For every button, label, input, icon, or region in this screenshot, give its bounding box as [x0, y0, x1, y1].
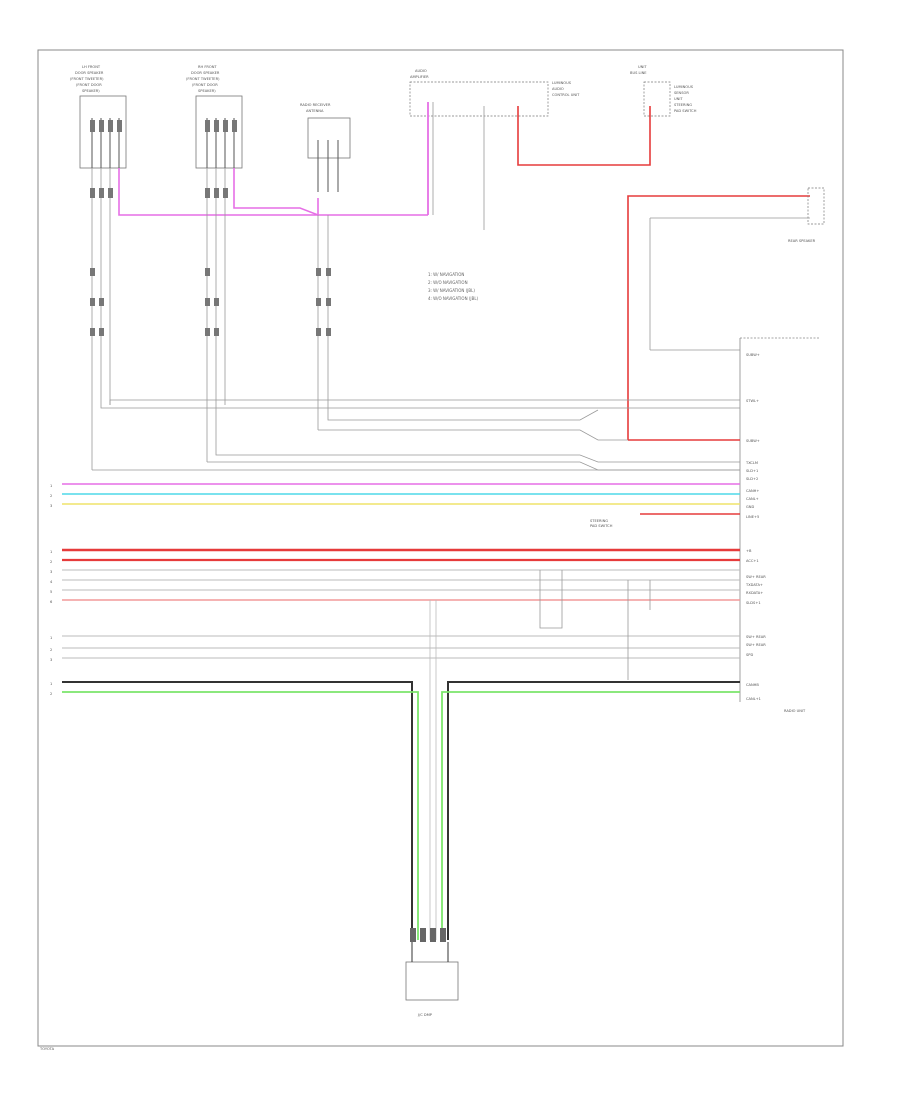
- svg-text:PAD SWITCH: PAD SWITCH: [674, 109, 697, 113]
- connector-marks: [90, 120, 331, 336]
- svg-text:TXDATA+: TXDATA+: [745, 583, 763, 587]
- note-3: 3: W/ NAVIGATION (JBL): [428, 288, 475, 293]
- svg-text:SLD+2: SLD+2: [746, 477, 758, 481]
- svg-text:UNIT: UNIT: [674, 97, 683, 101]
- svg-text:SPEAKER): SPEAKER): [82, 89, 100, 93]
- svg-text:RADIO RECEIVER: RADIO RECEIVER: [300, 103, 331, 107]
- svg-text:DOOR SPEAKER: DOOR SPEAKER: [191, 71, 220, 75]
- signal-lines-power: [62, 548, 740, 680]
- svg-text:STWL+: STWL+: [746, 399, 759, 403]
- svg-text:1: 1: [50, 550, 52, 554]
- svg-text:GND: GND: [746, 505, 754, 509]
- svg-text:1: 1: [50, 682, 52, 686]
- svg-text:CANL+1: CANL+1: [746, 697, 761, 701]
- svg-text:5: 5: [50, 590, 52, 594]
- note-4: 4: W/O NAVIGATION (JBL): [428, 296, 479, 301]
- svg-text:3: 3: [50, 658, 52, 662]
- upper-gray-wires: [92, 349, 740, 471]
- svg-text:AUDIO: AUDIO: [552, 87, 564, 91]
- radio-unit-label: RADIO UNIT: [784, 709, 806, 713]
- svg-text:AMPLIFIER: AMPLIFIER: [410, 75, 429, 79]
- svg-text:3: 3: [50, 504, 52, 508]
- svg-text:UNIT: UNIT: [638, 65, 647, 69]
- antenna-vertical-wires: [317, 215, 329, 430]
- svg-text:LH FRONT: LH FRONT: [82, 65, 101, 69]
- svg-text:6: 6: [50, 600, 53, 604]
- svg-text:CANHB: CANHB: [746, 683, 759, 687]
- svg-text:STEERING: STEERING: [590, 519, 608, 523]
- lh-vertical-wires: [91, 168, 111, 470]
- jct-label: J/C DMP: [417, 1013, 433, 1017]
- svg-text:(FRONT DOOR: (FRONT DOOR: [76, 83, 102, 87]
- svg-text:SENSOR: SENSOR: [674, 91, 689, 95]
- signal-lines-upper: [62, 439, 740, 515]
- svg-text:ACC+1: ACC+1: [746, 559, 759, 563]
- svg-text:AUDIO: AUDIO: [415, 69, 427, 73]
- svg-text:SLDS+1: SLDS+1: [746, 601, 761, 605]
- svg-text:(FRONT TWEETER): (FRONT TWEETER): [186, 77, 220, 81]
- svg-text:SW+ REAR: SW+ REAR: [746, 643, 766, 647]
- svg-text:(FRONT TWEETER): (FRONT TWEETER): [70, 77, 104, 81]
- can-lines: [62, 600, 740, 940]
- svg-text:4: 4: [50, 580, 53, 584]
- svg-text:1: 1: [50, 484, 52, 488]
- svg-text:TXCLM: TXCLM: [745, 461, 758, 465]
- svg-text:PAD SWITCH: PAD SWITCH: [590, 524, 613, 528]
- svg-text:BUS LINE: BUS LINE: [630, 71, 647, 75]
- svg-text:LUMINOUS: LUMINOUS: [552, 81, 572, 85]
- svg-text:2: 2: [50, 648, 52, 652]
- svg-text:LUMINOUS: LUMINOUS: [674, 85, 694, 89]
- rear-speaker-block: REAR SPEAKER: [627, 187, 825, 440]
- rh-vertical-wires: [206, 168, 226, 462]
- notes-block: 1: W/ NAVIGATION 2: W/O NAVIGATION 3: W/…: [428, 272, 479, 301]
- svg-text:STEERING: STEERING: [674, 103, 692, 107]
- svg-text:3: 3: [50, 570, 52, 574]
- audio-amplifier-block: AUDIO AMPLIFIER LUMINOUS AUDIO CONTROL U…: [409, 69, 580, 230]
- lh-front-speaker: LH FRONT DOOR SPEAKER (FRONT TWEETER) (F…: [70, 65, 127, 169]
- svg-text:(FRONT DOOR: (FRONT DOOR: [192, 83, 218, 87]
- svg-text:RXDATA+: RXDATA+: [746, 591, 763, 595]
- svg-text:SUBW+: SUBW+: [746, 353, 760, 357]
- svg-text:SUBW+: SUBW+: [746, 439, 760, 443]
- svg-text:DOOR SPEAKER: DOOR SPEAKER: [75, 71, 104, 75]
- svg-text:SW+ REAR: SW+ REAR: [746, 575, 766, 579]
- svg-text:+B: +B: [746, 549, 752, 553]
- svg-text:CANH+: CANH+: [746, 489, 759, 493]
- rh-front-speaker: RH FRONT DOOR SPEAKER (FRONT TWEETER) (F…: [186, 65, 243, 169]
- svg-text:SLD+1: SLD+1: [746, 469, 758, 473]
- svg-text:CANL+: CANL+: [746, 497, 759, 501]
- radio-unit-block: RADIO UNIT SUBW+ STWL+ SUBW+ TXCLM SLD+1SLD…: [739, 337, 820, 713]
- svg-text:2: 2: [50, 692, 52, 696]
- note-1: 1: W/ NAVIGATION: [428, 272, 464, 277]
- svg-text:CONTROL UNIT: CONTROL UNIT: [552, 93, 580, 97]
- diagram-frame: [37, 49, 844, 1047]
- svg-text:LINE+5: LINE+5: [746, 515, 759, 519]
- unit-top-right-block: UNIT BUS LINE LUMINOUS SENSOR UNIT STEER…: [630, 65, 697, 162]
- jct-block: J/C DMP: [405, 928, 459, 1017]
- svg-text:ANTENNA: ANTENNA: [306, 109, 324, 113]
- radio-antenna-block: RADIO RECEIVER ANTENNA: [300, 103, 351, 192]
- page-ref: TOYOTA: [39, 1047, 55, 1051]
- rear-speaker-label: REAR SPEAKER: [788, 239, 816, 243]
- svg-text:SW+ REAR: SW+ REAR: [746, 635, 766, 639]
- note-2: 2: W/O NAVIGATION: [428, 280, 468, 285]
- svg-text:SPD: SPD: [746, 653, 753, 657]
- left-wire-labels: 1 2 3 1 2 3 4 5 6 1 2 3 1 2: [50, 484, 53, 696]
- svg-text:2: 2: [50, 494, 52, 498]
- svg-text:1: 1: [50, 636, 52, 640]
- svg-text:SPEAKER): SPEAKER): [198, 89, 216, 93]
- svg-text:RH FRONT: RH FRONT: [198, 65, 217, 69]
- svg-text:2: 2: [50, 560, 52, 564]
